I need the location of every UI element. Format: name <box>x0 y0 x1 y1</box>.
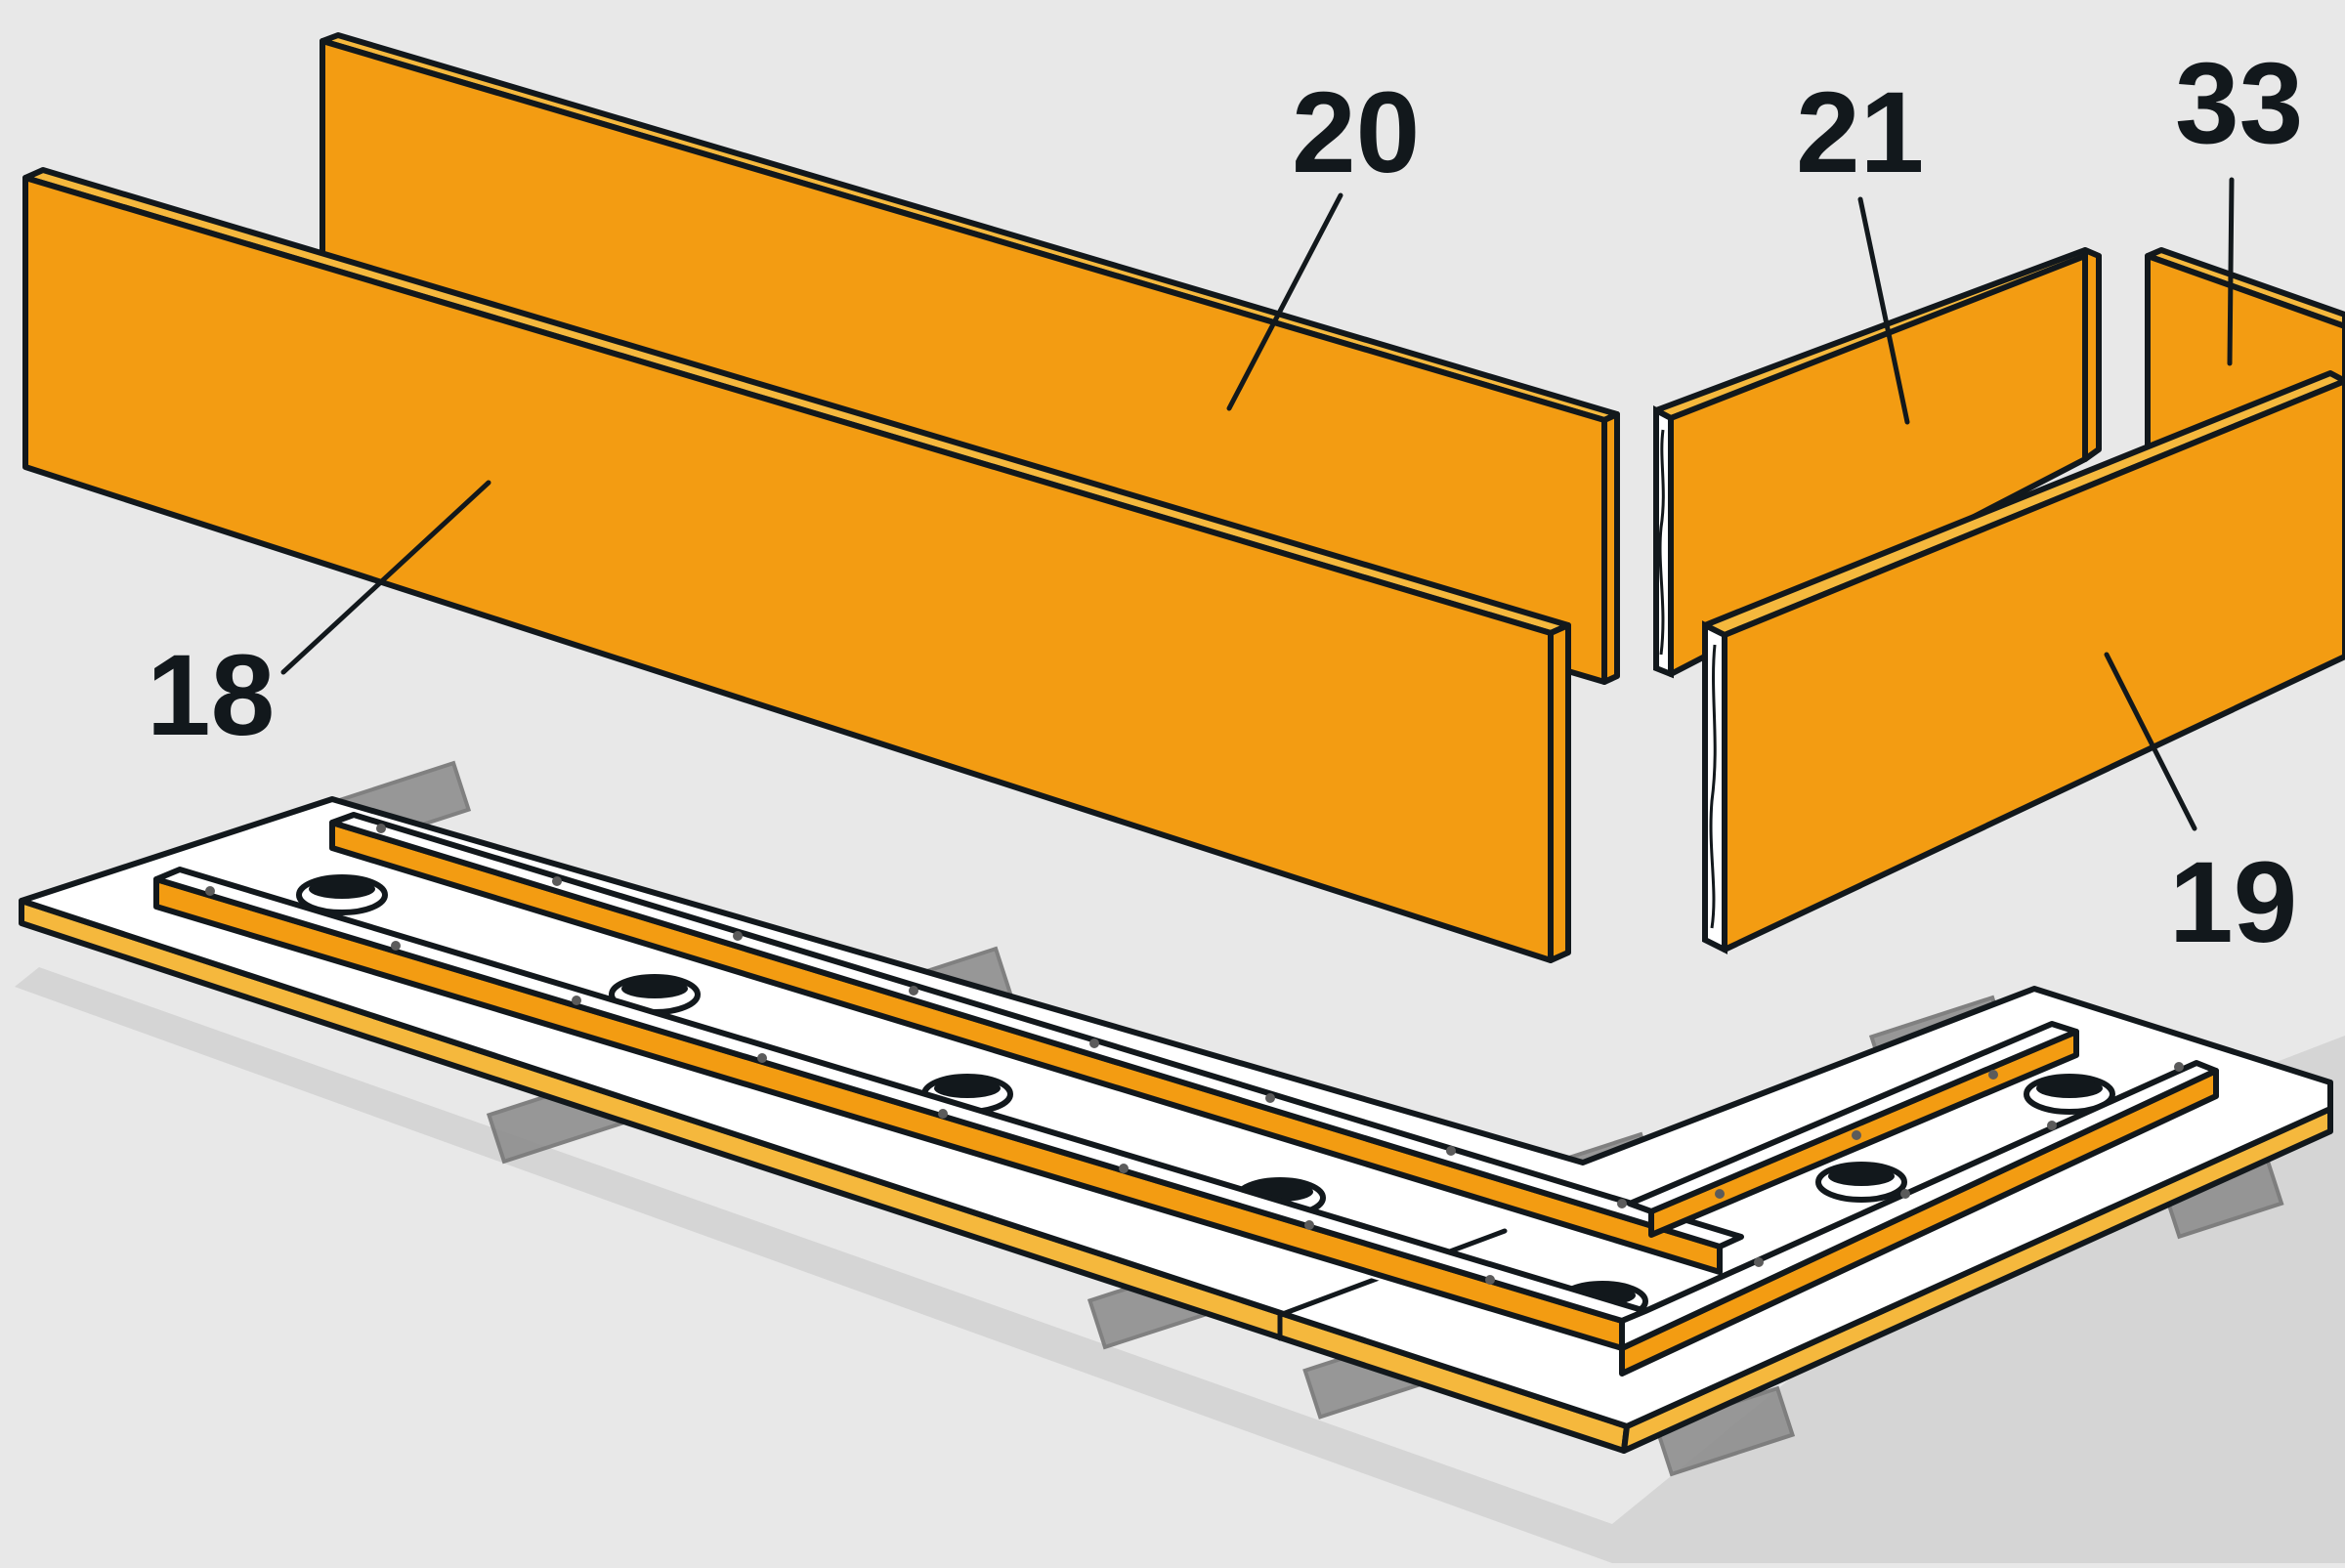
panel-18 <box>22 167 1571 963</box>
label-33: 33 <box>2175 39 2303 168</box>
batten-outer-short-top <box>1619 1060 2219 1351</box>
leader-21 <box>1857 196 1910 425</box>
part-labels: 18 20 21 33 19 <box>147 39 2303 967</box>
panel-19-glue-bead <box>1709 644 1717 929</box>
batten-inner-top <box>329 812 1744 1250</box>
hole <box>1815 1162 1907 1203</box>
label-19: 19 <box>2169 838 2297 967</box>
panel-19 <box>1702 370 2345 954</box>
panel-21-glue-bead <box>1658 429 1665 656</box>
label-21: 21 <box>1796 68 1924 197</box>
screw-dots <box>205 824 2184 1285</box>
base-battens <box>153 812 2219 1377</box>
leader-33 <box>2227 177 2235 366</box>
panel-20 <box>320 32 1620 685</box>
batten-inner-short-top <box>1627 1021 2079 1214</box>
leader-20 <box>1226 192 1343 411</box>
hole <box>2024 1074 2115 1115</box>
panel-20-face <box>320 38 1607 685</box>
panel-18-face <box>22 175 1554 963</box>
hole <box>296 874 388 915</box>
leader-18 <box>280 480 491 675</box>
leader-19 <box>2104 652 2197 831</box>
panel-21-glue-edge <box>1653 405 1674 679</box>
panel-21 <box>1653 247 2102 679</box>
label-18: 18 <box>147 631 275 760</box>
leader-lines <box>280 177 2235 831</box>
label-20: 20 <box>1292 68 1420 197</box>
